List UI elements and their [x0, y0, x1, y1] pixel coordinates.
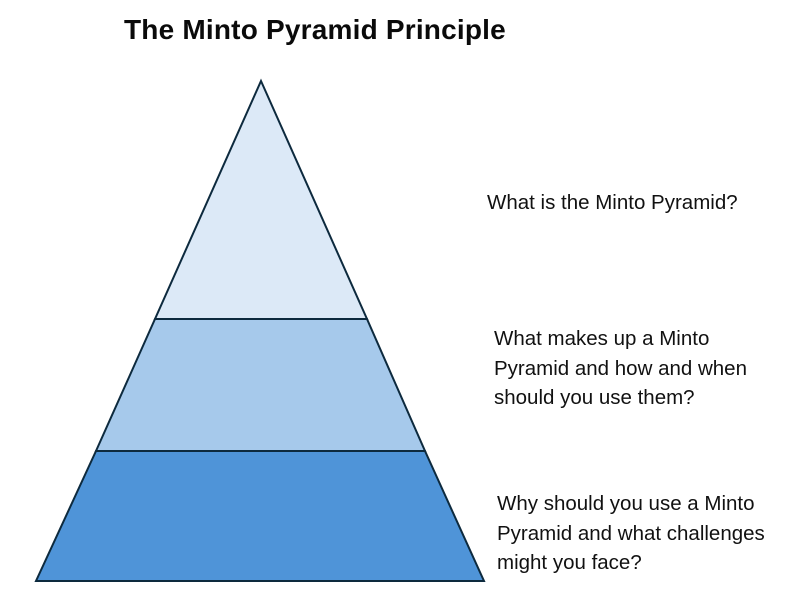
pyramid-tier-bottom	[34, 450, 486, 582]
tier-top-label: What is the Minto Pyramid?	[487, 191, 738, 214]
diagram-title: The Minto Pyramid Principle	[124, 14, 506, 45]
pyramid-tier-middle	[94, 318, 427, 452]
tier-middle-label: What makes up a Minto Pyramid and how an…	[494, 327, 747, 409]
tier-bottom-label: Why should you use a Minto Pyramid and w…	[497, 492, 765, 574]
pyramid-tier-top	[153, 78, 369, 320]
